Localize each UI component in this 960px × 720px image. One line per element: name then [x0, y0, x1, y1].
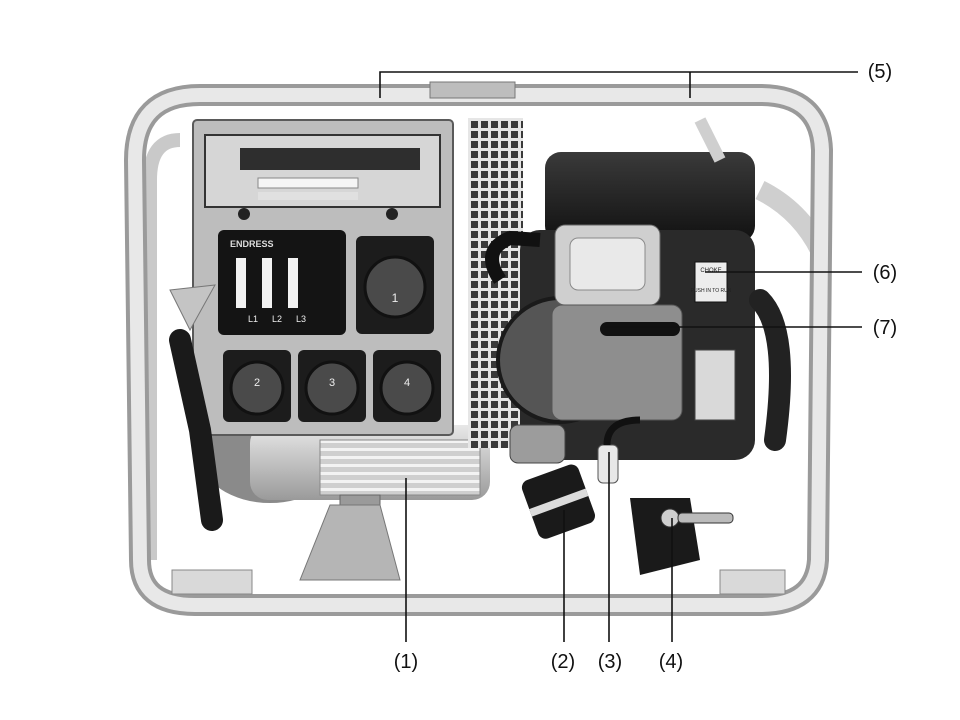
status-display	[218, 230, 346, 335]
engine: CHOKE PUSH IN TO RUN	[485, 152, 791, 575]
callout-5: (5)	[868, 61, 892, 83]
engine-decal	[694, 349, 736, 421]
phase-label-l1: L1	[248, 314, 258, 324]
alternator-foot	[299, 504, 401, 581]
callout-labels: (5) (6) (7) (1) (2) (3) (4)	[394, 61, 897, 673]
alternator-cooling-fins	[319, 439, 481, 496]
frame-back-rail	[143, 133, 181, 560]
socket-number-1: 1	[392, 291, 399, 305]
choke-label: CHOKE	[700, 268, 721, 274]
frame-foot-right	[719, 569, 786, 595]
panel-screw-left	[238, 208, 250, 220]
socket-4: 4	[373, 350, 441, 422]
socket-number-4: 4	[404, 377, 410, 389]
phase-label-l2: L2	[272, 314, 282, 324]
frame-foot-left	[171, 569, 253, 595]
socket-number-2: 2	[254, 377, 260, 389]
fuel-filter	[597, 444, 619, 484]
choke-sticker	[694, 261, 728, 303]
lifting-eye	[429, 81, 516, 99]
frame-tube	[127, 88, 830, 612]
warning-label-secondary	[258, 192, 358, 200]
callout-4: (4)	[659, 651, 683, 673]
leader-5	[379, 71, 858, 98]
warning-label	[257, 177, 359, 189]
alternator	[200, 407, 490, 581]
callout-3: (3)	[598, 651, 622, 673]
air-filter-housing	[545, 152, 755, 242]
socket-1: 1	[356, 236, 434, 334]
push-to-run-label: PUSH IN TO RUN	[691, 288, 732, 294]
right-handle-grip	[749, 289, 791, 451]
socket-2: 2	[223, 350, 291, 422]
intake-hose	[485, 230, 541, 284]
callout-6: (6)	[873, 262, 897, 284]
callout-2: (2)	[551, 651, 575, 673]
filter-head	[509, 424, 566, 464]
oil-drain-nozzle	[677, 512, 734, 524]
left-handle-grip	[169, 329, 223, 531]
phase-label-l3: L3	[296, 314, 306, 324]
panel-screw-right	[386, 208, 398, 220]
left-bracket	[169, 284, 216, 332]
breaker-row	[240, 148, 420, 170]
callout-7: (7)	[873, 317, 897, 339]
callout-1: (1)	[394, 651, 418, 673]
callout-leaders	[379, 71, 862, 642]
socket-3: 3	[298, 350, 366, 422]
fuel-line	[603, 416, 641, 446]
choke-lever	[600, 322, 680, 336]
brand-logo: ENDRESS	[230, 239, 274, 249]
socket-number-3: 3	[329, 377, 335, 389]
control-panel: ENDRESS L1 L2 L3 1 2 3	[192, 119, 454, 436]
oil-drain-valve	[660, 508, 680, 528]
oil-drain-bracket	[630, 498, 700, 575]
generator-illustration: CHOKE PUSH IN TO RUN	[123, 81, 834, 616]
